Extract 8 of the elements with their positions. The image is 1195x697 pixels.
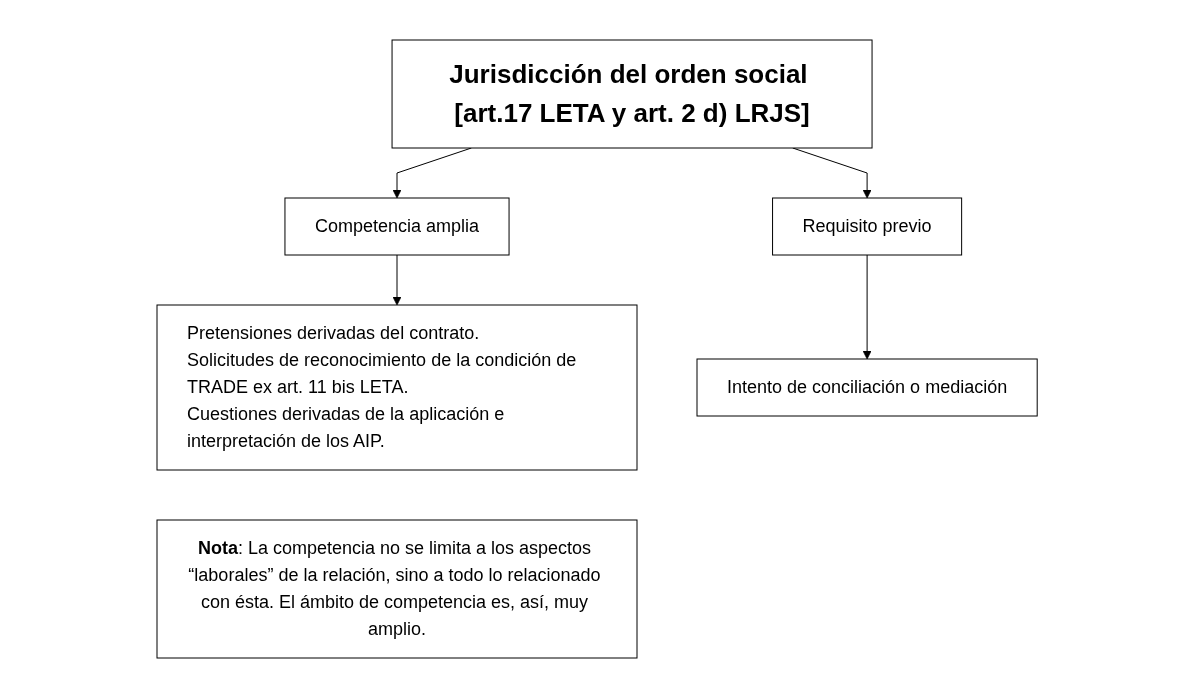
node-box: Pretensiones derivadas del contrato. Solicitudes de reconocimiento de la condición de TRADE ex art. 11 bis LETA. Cuestiones derivadas de la aplicación e interpretación de los AIP. — [156, 304, 638, 470]
arrow — [393, 254, 402, 305]
node-box: Competencia amplia — [284, 197, 510, 255]
node-box: Intento de conciliación o mediación — [696, 358, 1039, 416]
node-box: Jurisdicción del orden social [art.17 LETA y art. 2 d) LRJS] — [391, 39, 873, 148]
arrow — [863, 254, 872, 359]
node-box: Nota: La competencia no se limita a los aspectos “laborales” de la relación, sino a todo lo relacionado con ésta. El ámbito de competencia es, así, muy amplio. — [156, 519, 638, 658]
node-box: Requisito previo — [772, 197, 963, 255]
